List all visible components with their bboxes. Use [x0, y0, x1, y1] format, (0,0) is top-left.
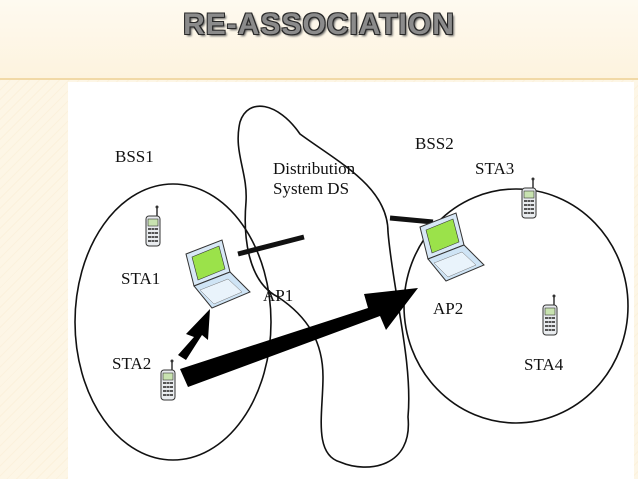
sta4-label: STA4: [524, 356, 563, 374]
sta1-label: STA1: [121, 270, 160, 288]
sta2-phone-icon: [161, 360, 175, 401]
ap1-laptop-icon: [186, 240, 250, 308]
ap1-label: AP1: [263, 287, 293, 305]
bss1-label: BSS1: [115, 148, 154, 166]
ds-label-line1: Distribution: [273, 160, 355, 178]
ds-label-line2: System DS: [273, 180, 349, 198]
sta3-phone-icon: [522, 178, 536, 219]
sta2-label: STA2: [112, 355, 151, 373]
bss2-label: BSS2: [415, 135, 454, 153]
ap2-ds-link: [390, 218, 433, 222]
sta3-label: STA3: [475, 160, 514, 178]
bss1-ellipse: [75, 184, 271, 460]
arrow-icon-sta2-to-ap1: [178, 309, 210, 360]
sta4-phone-icon: [543, 295, 557, 336]
diagram-panel: BSS1 BSS2 Distribution System DS STA1 ST…: [68, 82, 634, 479]
ap2-label: AP2: [433, 300, 463, 318]
ap2-laptop-icon: [420, 213, 484, 281]
sta1-phone-icon: [146, 206, 160, 247]
slide-title: RE-ASSOCIATION: [0, 8, 638, 42]
